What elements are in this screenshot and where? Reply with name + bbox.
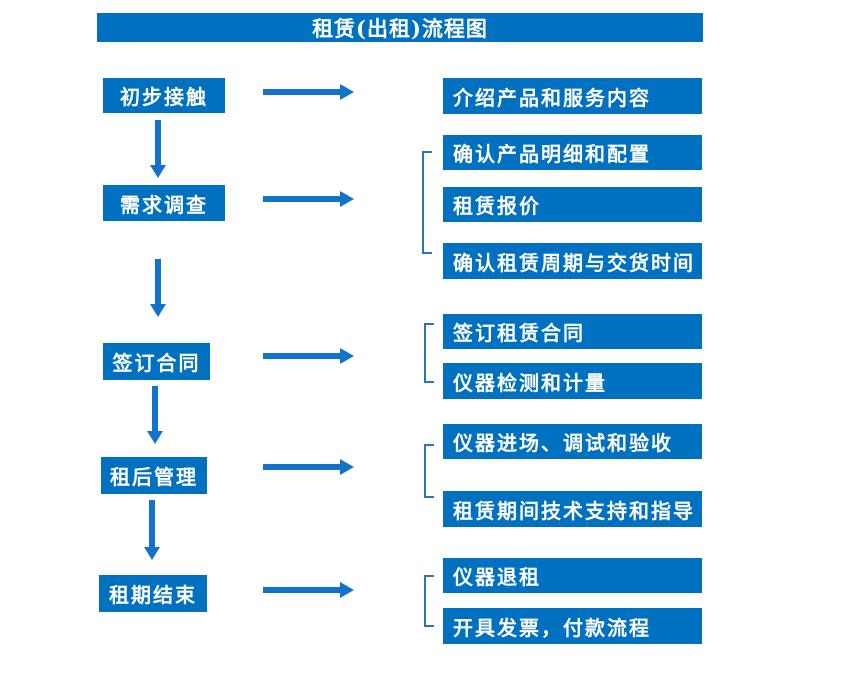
detail-box-rental-quotation: 租赁报价 <box>443 187 702 222</box>
step-box-sign-contract: 签订合同 <box>103 343 210 380</box>
detail-box-sign-rental-contract: 签订租赁合同 <box>443 314 702 349</box>
detail-box-confirm-product-details: 确认产品明细和配置 <box>443 135 702 170</box>
bracket-group-needs-survey <box>422 151 432 254</box>
bracket-group-sign-contract <box>424 323 434 383</box>
arrow-down-icon-3 <box>147 386 163 444</box>
detail-box-instrument-testing-metering: 仪器检测和计量 <box>443 363 702 399</box>
arrow-right-icon-3 <box>263 348 354 364</box>
bracket-group-post-rental <box>424 444 434 498</box>
detail-box-invoice-payment: 开具发票，付款流程 <box>443 608 702 644</box>
arrow-right-icon-2 <box>263 191 354 207</box>
detail-box-instrument-setup-acceptance: 仪器进场、调试和验收 <box>443 424 702 459</box>
arrow-right-icon-5 <box>263 582 354 598</box>
arrow-down-icon-4 <box>144 500 160 560</box>
step-box-post-rental-management: 租后管理 <box>101 457 207 494</box>
flowchart-title: 租赁(出租)流程图 <box>97 13 703 42</box>
arrow-down-icon-1 <box>150 120 166 178</box>
detail-box-technical-support: 租赁期间技术支持和指导 <box>443 491 702 527</box>
arrow-right-icon-1 <box>263 84 354 100</box>
arrow-right-icon-4 <box>263 459 354 475</box>
step-box-rental-end: 租期结束 <box>99 575 207 612</box>
step-box-needs-survey: 需求调查 <box>103 185 225 221</box>
detail-box-instrument-return: 仪器退租 <box>443 558 702 593</box>
detail-box-introduce-products-services: 介绍产品和服务内容 <box>443 78 702 114</box>
arrow-down-icon-2 <box>150 259 166 317</box>
detail-box-confirm-period-delivery: 确认租赁周期与交货时间 <box>443 243 702 279</box>
bracket-group-rental-end <box>424 575 434 627</box>
step-box-initial-contact: 初步接触 <box>103 78 225 113</box>
